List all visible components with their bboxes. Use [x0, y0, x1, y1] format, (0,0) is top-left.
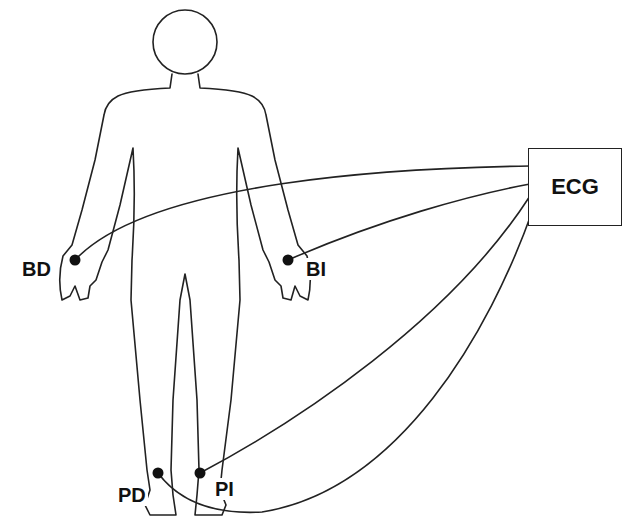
electrode-label: PD	[116, 484, 148, 506]
electrode-wire	[158, 212, 532, 512]
electrode-wire	[75, 166, 530, 260]
electrode-dot	[153, 468, 164, 479]
electrode-label: BD	[20, 258, 53, 280]
electrode-label: PI	[213, 478, 236, 500]
head-outline	[153, 10, 217, 74]
body-outline	[60, 74, 311, 515]
electrode-wire	[288, 184, 530, 260]
electrode-dot	[283, 255, 294, 266]
electrode-dot	[195, 468, 206, 479]
electrode-label: BI	[304, 258, 328, 280]
device-label: ECG	[551, 174, 599, 200]
device-box: ECG	[528, 148, 622, 226]
electrode-dot	[70, 255, 81, 266]
electrode-wire	[200, 196, 530, 473]
